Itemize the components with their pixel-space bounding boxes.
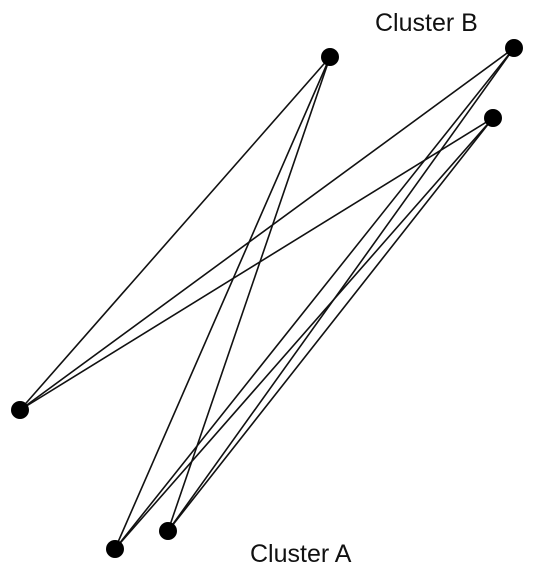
edge-b2-a2 <box>114 47 515 550</box>
edge-b1-a3 <box>167 56 331 532</box>
cluster-b-label: Cluster B <box>375 9 478 37</box>
edge-b3-a3 <box>167 117 494 532</box>
edge-b3-a2 <box>114 117 494 550</box>
nodes-layer <box>11 39 523 558</box>
edge-b1-a2 <box>114 56 331 550</box>
edge-b3-a1 <box>19 117 494 411</box>
node-b1 <box>321 48 339 66</box>
node-a1 <box>11 401 29 419</box>
edge-b2-a1 <box>19 47 515 411</box>
node-b3 <box>484 109 502 127</box>
edges-layer <box>19 47 515 550</box>
edge-b1-a1 <box>19 56 331 411</box>
cluster-a-label: Cluster A <box>250 540 352 568</box>
edge-b2-a3 <box>167 47 515 532</box>
node-a3 <box>159 522 177 540</box>
node-a2 <box>106 540 124 558</box>
node-b2 <box>505 39 523 57</box>
